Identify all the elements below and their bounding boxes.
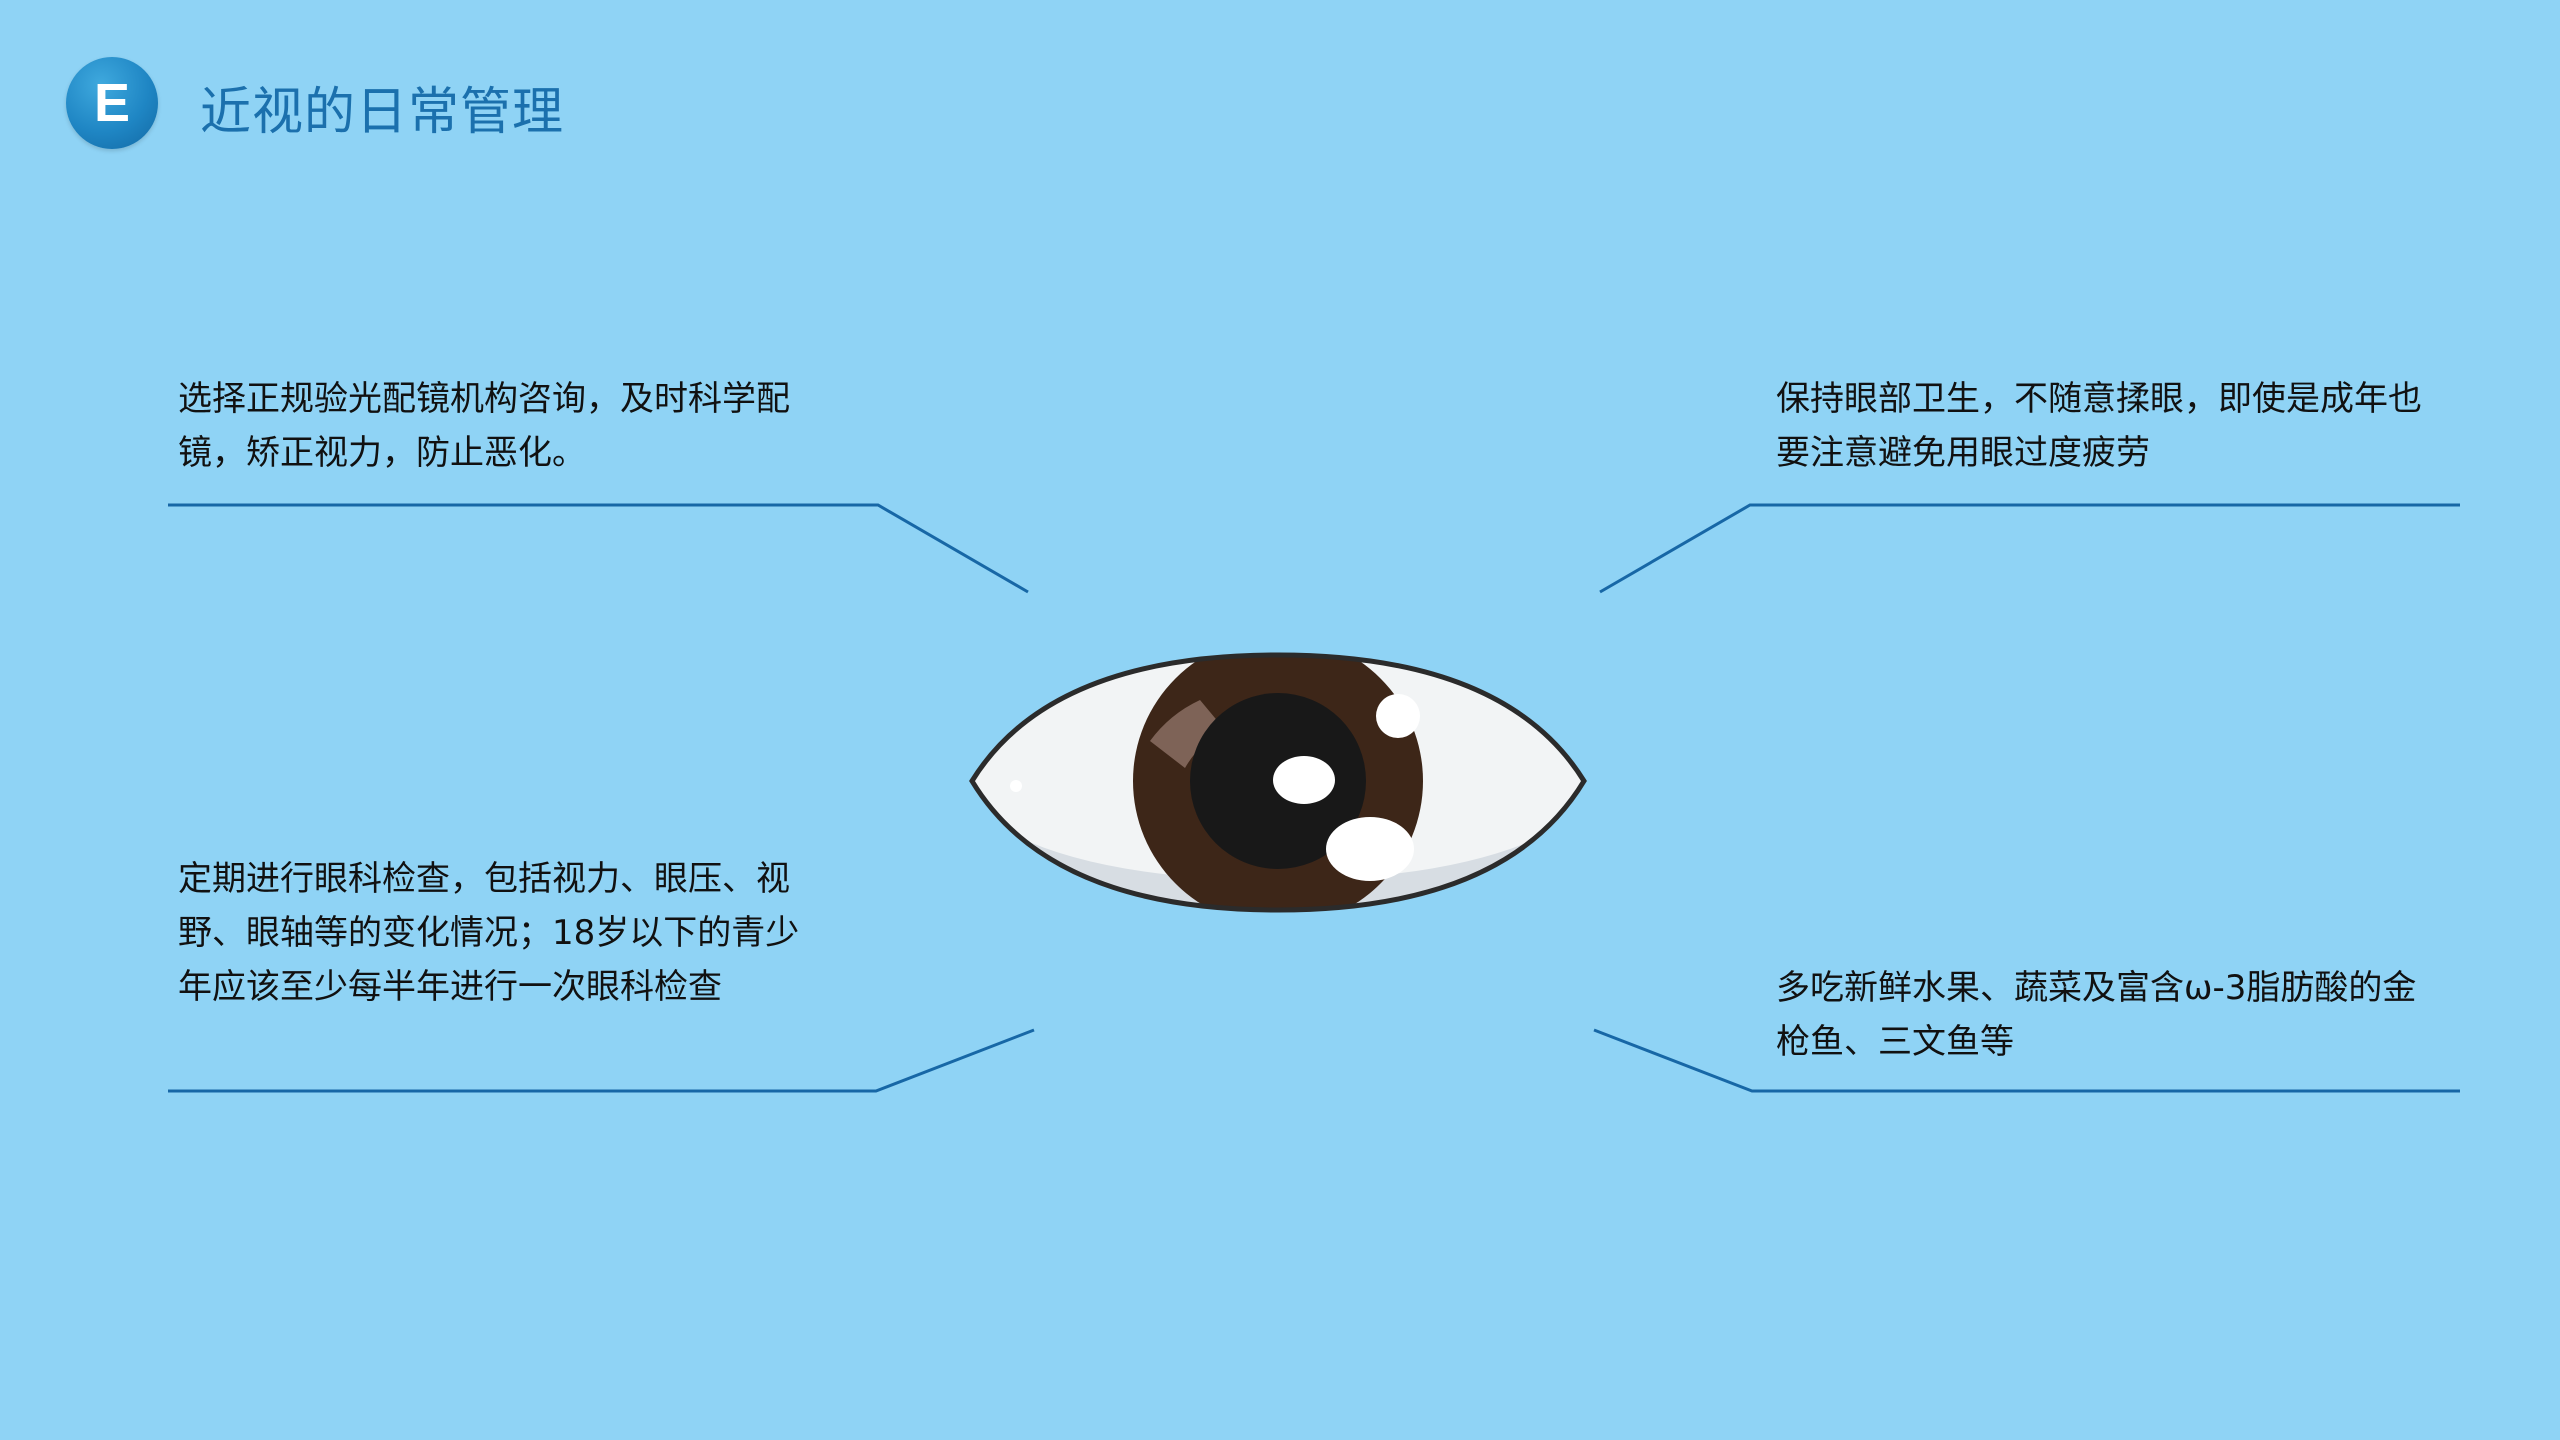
iris-reflection [1150,700,1225,768]
tip-eye-exam: 定期进行眼科检查，包括视力、眼压、视野、眼轴等的变化情况；18岁以下的青少年应该… [178,859,800,1007]
connector-top-left [168,503,1029,594]
eye-icon [969,652,1587,913]
section-badge: E [66,57,158,149]
eye-highlight-bottom [1326,817,1414,881]
eye-highlight-top [1376,694,1420,738]
tip-glasses: 选择正规验光配镜机构咨询，及时科学配镜，矫正视力，防止恶化。 [178,379,790,473]
connector-top-right [1599,503,2460,594]
page-title: 近视的日常管理 [200,83,565,142]
eye-outline [969,652,1587,913]
connector-bottom-right [1593,1028,2460,1093]
eye-highlight-center [1273,756,1335,804]
connector-bottom-left [168,1028,1035,1093]
tip-diet: 多吃新鲜水果、蔬菜及富含ω-3脂肪酸的金枪鱼、三文鱼等 [1776,968,2417,1062]
section-letter: E [93,73,131,133]
eye-corner-glint [1010,780,1022,792]
tip-eye-hygiene: 保持眼部卫生，不随意揉眼，即使是成年也要注意避免用眼过度疲劳 [1776,379,2422,473]
